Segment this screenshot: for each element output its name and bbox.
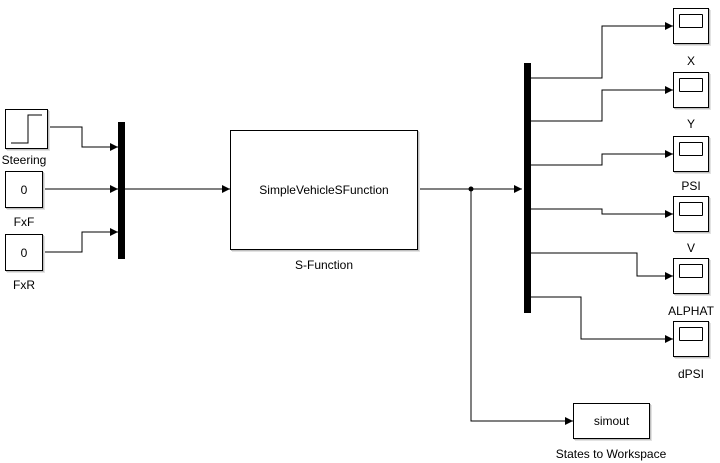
line-fxr-to-mux	[43, 228, 118, 253]
line-mux-to-scope-5	[531, 252, 673, 280]
line-mux-to-scope-4	[531, 208, 673, 218]
fxr-value: 0	[20, 245, 28, 260]
line-mux-to-scope-1	[531, 22, 673, 79]
scope-label: Y	[686, 117, 696, 131]
fxf-value: 0	[20, 182, 28, 197]
steering-step-block[interactable]	[5, 109, 48, 149]
line-branch-to-simout	[470, 189, 573, 425]
scope-label: dPSI	[677, 367, 705, 381]
scope-block[interactable]	[673, 136, 709, 172]
output-demux-block[interactable]	[524, 63, 531, 313]
scope-screen-icon	[679, 14, 703, 28]
simout-label: States to Workspace	[555, 447, 667, 461]
scope-block[interactable]	[673, 321, 709, 357]
scope-label: PSI	[681, 179, 701, 193]
simout-name: simout	[593, 414, 630, 428]
scope-block[interactable]	[673, 72, 709, 108]
step-icon	[11, 114, 42, 144]
scope-block[interactable]	[673, 196, 709, 232]
s-function-name: SimpleVehicleSFunction	[259, 183, 389, 197]
line-mux-to-scope-3	[531, 150, 673, 166]
branch-point	[468, 186, 474, 192]
scope-block[interactable]	[673, 258, 709, 294]
simout-block[interactable]: simout	[573, 403, 650, 439]
scope-label: X	[686, 54, 696, 68]
fxf-label: FxF	[13, 215, 35, 229]
scope-label: ALPHAT	[668, 304, 714, 318]
scope-screen-icon	[679, 78, 703, 92]
fxf-constant-block[interactable]: 0	[5, 171, 43, 208]
fxr-constant-block[interactable]: 0	[5, 234, 43, 271]
s-function-label: S-Function	[294, 258, 354, 272]
scope-screen-icon	[679, 327, 703, 341]
fxr-label: FxR	[13, 278, 35, 292]
scope-block[interactable]	[673, 8, 709, 44]
line-mux-to-scope-2	[531, 86, 673, 122]
line-mux-to-scope-6	[531, 296, 673, 343]
steering-label: Steering	[1, 153, 47, 167]
scope-screen-icon	[679, 264, 703, 278]
scope-screen-icon	[679, 142, 703, 156]
s-function-block[interactable]: SimpleVehicleSFunction	[230, 130, 418, 250]
input-mux-block[interactable]	[118, 122, 125, 259]
scope-screen-icon	[679, 202, 703, 216]
scope-label: V	[686, 241, 696, 255]
line-steering-to-mux	[48, 126, 118, 151]
